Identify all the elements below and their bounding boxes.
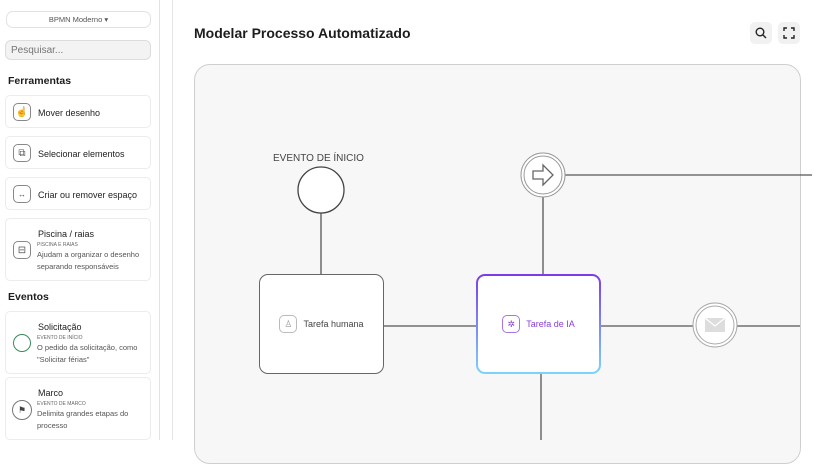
notation-select[interactable]: BPMN Moderno ▾: [6, 11, 151, 28]
pool-icon: ⊟: [13, 241, 31, 259]
tool-move[interactable]: ☝ Mover desenho: [5, 95, 151, 128]
flag-icon: ⚑: [12, 400, 32, 420]
tool-select[interactable]: ⧉ Selecionar elementos: [5, 136, 151, 169]
link-event: [520, 152, 566, 198]
message-event: [692, 302, 738, 348]
event-start[interactable]: Solicitação Evento de início O pedido da…: [5, 311, 151, 374]
fullscreen-icon: [783, 27, 795, 39]
select-icon: ⧉: [13, 144, 31, 162]
tool-space[interactable]: ↔ Criar ou remover espaço: [5, 177, 151, 210]
page-title: Modelar Processo Automatizado: [194, 25, 411, 41]
panel-divider[interactable]: [172, 0, 173, 440]
user-icon: ♙: [279, 315, 298, 333]
arrow-right-icon: [532, 163, 554, 187]
events-heading: Eventos: [8, 291, 49, 303]
sidebar: BPMN Moderno ▾ Ferramentas ☝ Mover desen…: [0, 0, 160, 440]
diagram-canvas[interactable]: [194, 64, 801, 464]
start-event-label: EVENTO DE ÍNICIO: [273, 153, 364, 164]
zoom-button[interactable]: [750, 22, 772, 44]
tools-heading: Ferramentas: [8, 75, 72, 87]
space-icon: ↔: [13, 185, 31, 203]
search-icon: [755, 27, 767, 39]
tool-pool[interactable]: ⊟ Piscina / raias Piscina e raias Ajudam…: [5, 218, 151, 281]
fullscreen-button[interactable]: [778, 22, 800, 44]
start-event: [297, 166, 345, 214]
human-task[interactable]: ♙ Tarefa humana: [259, 274, 384, 374]
sparkle-icon: ✲: [502, 315, 521, 333]
event-milestone[interactable]: ⚑ Marco Evento de marco Delimita grandes…: [5, 377, 151, 440]
ia-task[interactable]: ✲ Tarefa de IA: [476, 274, 601, 374]
search-input[interactable]: [5, 40, 151, 60]
hand-icon: ☝: [13, 103, 31, 121]
chevron-down-icon: ▾: [102, 15, 109, 24]
start-event-icon: [13, 334, 31, 352]
diagram-connections: [297, 152, 812, 440]
